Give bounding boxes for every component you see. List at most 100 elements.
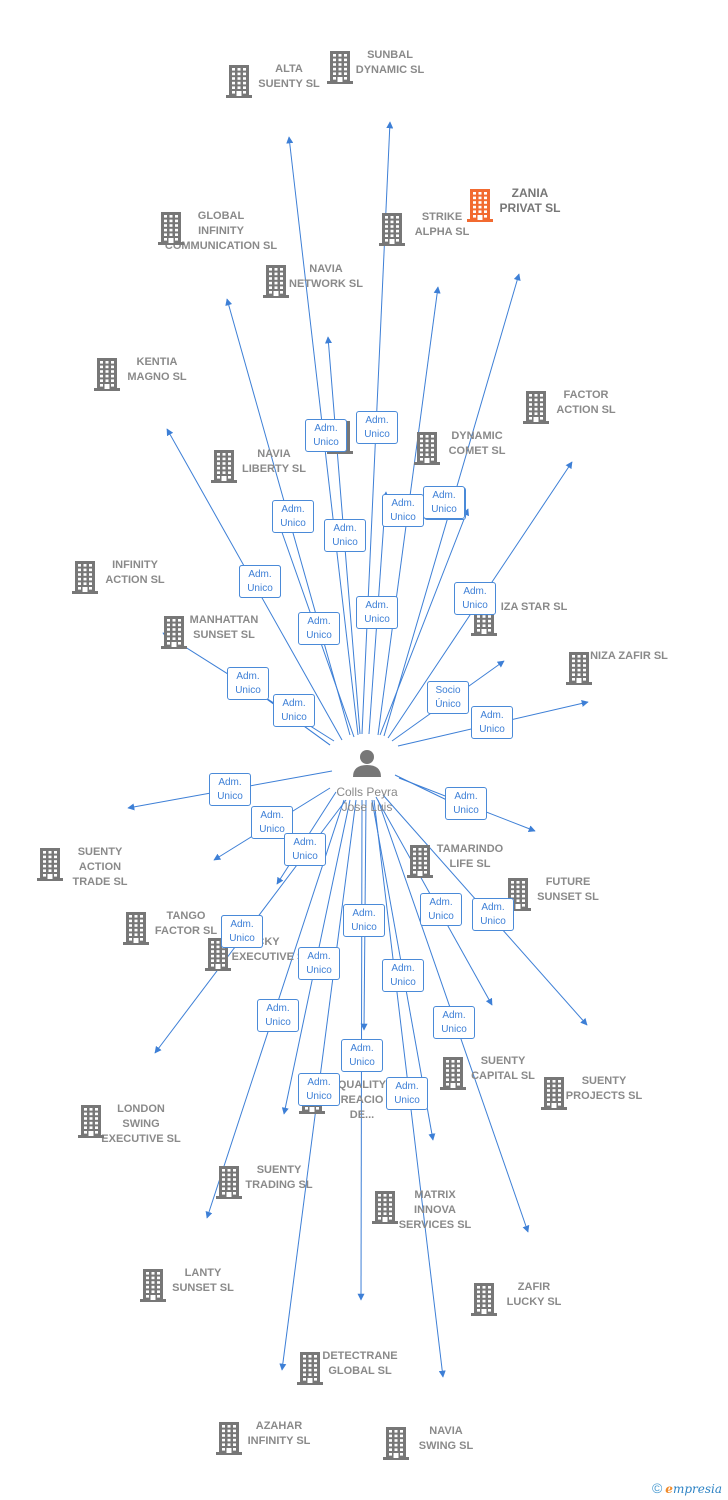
company-label: NAVIA LIBERTY SL [242, 448, 306, 475]
company-label: QUALITY REACIO DE... [337, 1079, 387, 1121]
building-icon [226, 65, 252, 98]
company-label: SUNBAL DYNAMIC SL [355, 49, 425, 76]
company-label: MATRIX INNOVA SERVICES SL [398, 1189, 472, 1231]
relation-badge-quality[interactable]: Adm. Unico [420, 893, 462, 926]
relation-badge-suentyact[interactable]: Adm. Unico [209, 773, 251, 806]
company-node-naviaswing[interactable]: NAVIA SWING SL [381, 1424, 511, 1460]
company-label: DETECTRANE GLOBAL SL [322, 1350, 398, 1377]
brand-logo: empresia [665, 1482, 722, 1496]
building-icon [78, 1105, 104, 1138]
company-node-suentyproj[interactable]: SUENTY PROJECTS SL [539, 1074, 669, 1110]
relation-badge-factor[interactable]: Adm. Unico [454, 582, 496, 615]
company-node-matrix[interactable]: MATRIX INNOVA SERVICES SL [370, 1188, 500, 1233]
relation-badge-lucky[interactable]: Adm. Unico [284, 833, 326, 866]
company-label: LONDON SWING EXECUTIVE SL [101, 1103, 181, 1145]
relation-badge-naviaswing[interactable]: Adm. Unico [386, 1077, 428, 1110]
company-label: KENTIA MAGNO SL [127, 356, 187, 383]
company-node-zafir[interactable]: ZAFIR LUCKY SL [469, 1280, 599, 1316]
relation-badge-alta[interactable]: Adm. Unico [305, 419, 347, 452]
relation-badge-nizazafir[interactable]: Adm. Unico [471, 706, 513, 739]
company-label: LANTY SUNSET SL [172, 1267, 234, 1294]
company-label: ALTA SUENTY SL [258, 63, 320, 90]
company-label: SUENTY TRADING SL [245, 1164, 313, 1191]
building-icon [327, 51, 353, 84]
relation-badge-manhattan[interactable]: Adm. Unico [273, 694, 315, 727]
company-node-navianet[interactable]: NAVIA NETWORK SL [261, 262, 391, 298]
company-label: NIZA ZAFIR SL [590, 650, 668, 662]
company-node-azahar[interactable]: AZAHAR INFINITY SL [214, 1419, 344, 1455]
company-label: INFINITY ACTION SL [105, 559, 165, 586]
person-node[interactable]: Colls Peyra Jose Luis [317, 748, 417, 815]
company-node-suentycap[interactable]: SUENTY CAPITAL SL [438, 1054, 568, 1090]
company-node-lanty[interactable]: LANTY SUNSET SL [138, 1266, 268, 1302]
company-label: GLOBAL INFINITY COMMUNICATION SL [164, 210, 278, 252]
building-icon [566, 652, 592, 685]
relation-badge-strike[interactable]: Adm. Unico [382, 494, 424, 527]
company-node-london[interactable]: LONDON SWING EXECUTIVE SL [76, 1102, 206, 1147]
building-icon [161, 616, 187, 649]
company-node-navialib[interactable]: NAVIA LIBERTY SL [209, 447, 339, 483]
company-node-suentyact[interactable]: SUENTY ACTION TRADE SL [35, 845, 165, 890]
relation-badge-zafir[interactable]: Adm. Unico [257, 999, 299, 1032]
building-icon [440, 1057, 466, 1090]
company-node-factor[interactable]: FACTOR ACTION SL [521, 388, 651, 424]
building-icon [383, 1427, 409, 1460]
company-node-kentia[interactable]: KENTIA MAGNO SL [92, 355, 222, 391]
company-node-nizazafir[interactable]: NIZA ZAFIR SL [564, 649, 694, 685]
edge-tamarindo [394, 774, 454, 804]
company-label: SUENTY PROJECTS SL [565, 1075, 643, 1102]
building-icon [123, 912, 149, 945]
company-node-sunbal[interactable]: SUNBAL DYNAMIC SL [325, 48, 455, 84]
company-label: STRIKE ALPHA SL [414, 211, 470, 238]
building-icon [37, 848, 63, 881]
company-node-future[interactable]: FUTURE SUNSET SL [503, 875, 633, 911]
edge-dynamic [379, 508, 469, 736]
footer-brand: ©empresia [652, 1480, 722, 1496]
relation-badge-matrix[interactable]: Adm. Unico [298, 1073, 340, 1106]
company-node-suentytrad[interactable]: SUENTY TRADING SL [214, 1163, 344, 1199]
relation-badge-future[interactable]: Adm. Unico [445, 787, 487, 820]
company-node-detectrane[interactable]: DETECTRANE GLOBAL SL [295, 1349, 425, 1385]
relation-badge-hidden[interactable]: Adm. Unico [356, 596, 398, 629]
company-label: FUTURE SUNSET SL [537, 876, 599, 903]
company-node-infinity[interactable]: INFINITY ACTION SL [70, 558, 200, 594]
building-icon [541, 1077, 567, 1110]
company-node-global[interactable]: GLOBAL INFINITY COMMUNICATION SL [156, 209, 286, 254]
company-node-tango[interactable]: TANGO FACTOR SL [121, 909, 251, 945]
company-node-alta[interactable]: ALTA SUENTY SL [224, 62, 354, 98]
company-node-zania[interactable]: ZANIA PRIVAT SL [465, 186, 595, 222]
company-label: MANHATTAN SUNSET SL [189, 614, 259, 641]
relation-badge-lanty[interactable]: Adm. Unico [382, 959, 424, 992]
building-icon [414, 432, 440, 465]
relation-badge-kentia[interactable]: Adm. Unico [298, 612, 340, 645]
building-icon [379, 213, 405, 246]
relation-badge-suentyproj[interactable]: Adm. Unico [433, 1006, 475, 1039]
relation-badge-infinity[interactable]: Adm. Unico [239, 565, 281, 598]
relation-badge-sunbal[interactable]: Adm. Unico [356, 411, 398, 444]
relation-badge-dynamic[interactable]: Adm. Unico [423, 486, 465, 519]
relation-badge-tango[interactable]: Adm. Unico [472, 898, 514, 931]
building-icon [72, 561, 98, 594]
company-node-manhattan[interactable]: MANHATTAN SUNSET SL [159, 613, 289, 649]
company-label: FACTOR ACTION SL [556, 389, 616, 416]
building-icon [263, 265, 289, 298]
relation-badge-manhattan[interactable]: Adm. Unico [227, 667, 269, 700]
building-icon [467, 189, 493, 222]
person-name: Colls Peyra Jose Luis [336, 785, 398, 814]
company-node-tamarindo[interactable]: TAMARINDO LIFE SL [405, 842, 535, 878]
relation-badge-detectrane[interactable]: Adm. Unico [343, 904, 385, 937]
company-node-dynamic[interactable]: DYNAMIC COMET SL [412, 429, 542, 465]
relation-badge-navialib[interactable]: Adm. Unico [272, 500, 314, 533]
relation-badge-nizastar[interactable]: Socio Único [427, 681, 469, 714]
relation-badge-navianet[interactable]: Adm. Unico [324, 519, 366, 552]
copyright-symbol: © [651, 1480, 663, 1496]
relation-badge-suentytrad[interactable]: Adm. Unico [341, 1039, 383, 1072]
relation-badge-suentycap[interactable]: Adm. Unico [221, 915, 263, 948]
building-icon [158, 212, 184, 245]
company-label: ZAFIR LUCKY SL [506, 1281, 562, 1308]
company-node-strike[interactable]: STRIKE ALPHA SL [377, 210, 507, 246]
company-label: TANGO FACTOR SL [154, 910, 218, 937]
relation-badge-azahar[interactable]: Adm. Unico [298, 947, 340, 980]
company-label: ZANIA PRIVAT SL [499, 186, 561, 215]
